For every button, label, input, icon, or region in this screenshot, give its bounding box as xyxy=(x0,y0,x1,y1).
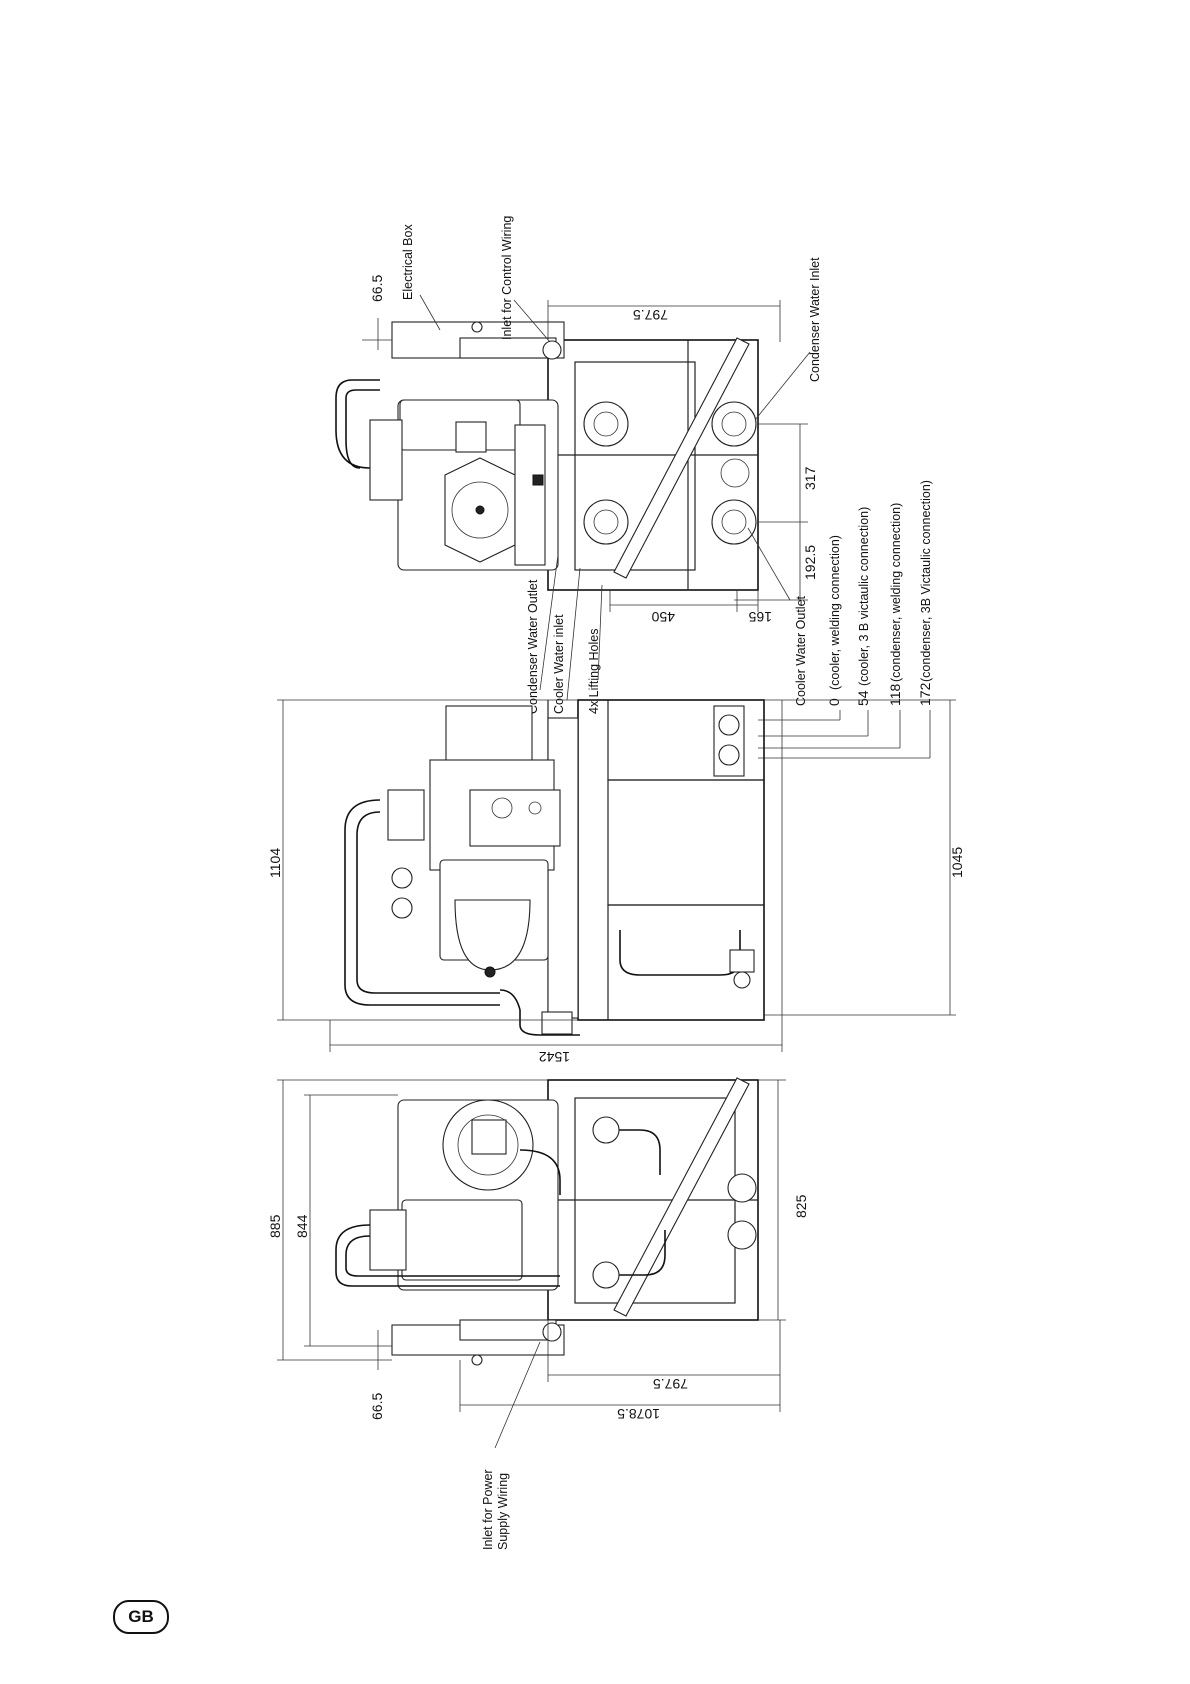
top-lifting-bar xyxy=(613,337,750,579)
conn-desc-172: (condenser, 3B Victaulic connection) xyxy=(919,480,933,682)
label-condenser-water-outlet: Condenser Water Outlet xyxy=(526,579,540,714)
conn-value-54: 54 xyxy=(855,690,871,706)
dim-844: 844 xyxy=(294,1214,310,1238)
dim-885: 885 xyxy=(267,1214,283,1238)
dim-450: 450 xyxy=(651,609,675,625)
conn-desc-54: (cooler, 3 B victaulic connection) xyxy=(857,507,871,686)
top-view: 66.5 797.5 317 192.5 450 165 Electrical … xyxy=(335,216,822,714)
bottom-pipes xyxy=(606,1129,661,1175)
dim-1078-5: 1078.5 xyxy=(617,1406,660,1422)
dim-797-5-top: 797.5 xyxy=(633,307,668,323)
label-condenser-water-inlet: Condenser Water Inlet xyxy=(808,257,822,382)
conn-desc-118: (condenser, welding connection) xyxy=(889,503,903,682)
conn-value-118: 118 xyxy=(887,683,903,706)
bottom-lifting-bar xyxy=(613,1077,750,1317)
dim-797-5-bottom: 797.5 xyxy=(653,1376,688,1392)
label-cooler-water-inlet: Cooler Water inlet xyxy=(552,614,566,714)
dim-317: 317 xyxy=(802,466,818,490)
conn-value-172: 172 xyxy=(917,682,933,706)
top-control-wiring-inlet xyxy=(542,340,562,360)
bottom-pipe-loop xyxy=(335,1224,560,1287)
middle-pipe-loop xyxy=(344,799,500,1006)
label-inlet-power-line2: Supply Wiring xyxy=(496,1473,510,1550)
top-vessel-panel xyxy=(574,361,696,571)
label-cooler-water-outlet: Cooler Water Outlet xyxy=(794,595,808,706)
top-water-nozzles xyxy=(583,401,757,545)
dim-1104: 1104 xyxy=(267,848,283,878)
dim-1542: 1542 xyxy=(539,1049,570,1065)
dim-165: 165 xyxy=(748,609,772,625)
top-compressor xyxy=(397,399,559,571)
dim-825: 825 xyxy=(793,1194,809,1218)
bottom-power-wiring-inlet xyxy=(542,1322,562,1342)
dim-66-5-bottom: 66.5 xyxy=(369,1393,385,1420)
label-inlet-power-line1: Inlet for Power xyxy=(481,1469,495,1550)
conn-value-0: 0 xyxy=(826,698,842,706)
dim-1045: 1045 xyxy=(949,847,965,878)
label-lifting-holes: 4x Lifting Holes xyxy=(587,629,601,714)
bottom-compressor xyxy=(369,1099,561,1291)
dim-66-5-top: 66.5 xyxy=(369,275,385,302)
middle-view: 1104 1542 1045 xyxy=(267,699,965,1065)
label-electrical-box: Electrical Box xyxy=(401,224,415,300)
conn-desc-0: (cooler, welding connection) xyxy=(828,535,842,690)
dim-192-5: 192.5 xyxy=(802,545,818,580)
middle-pipe-run xyxy=(619,930,741,976)
language-badge: GB xyxy=(113,1600,169,1634)
middle-compressor xyxy=(387,705,561,978)
connection-table: Cooler Water Outlet 0 (cooler, welding c… xyxy=(758,480,933,759)
label-inlet-control-wiring: Inlet for Control Wiring xyxy=(500,216,514,340)
bottom-view: 885 844 825 66.5 797.5 1078.5 Inlet for … xyxy=(267,1077,809,1550)
